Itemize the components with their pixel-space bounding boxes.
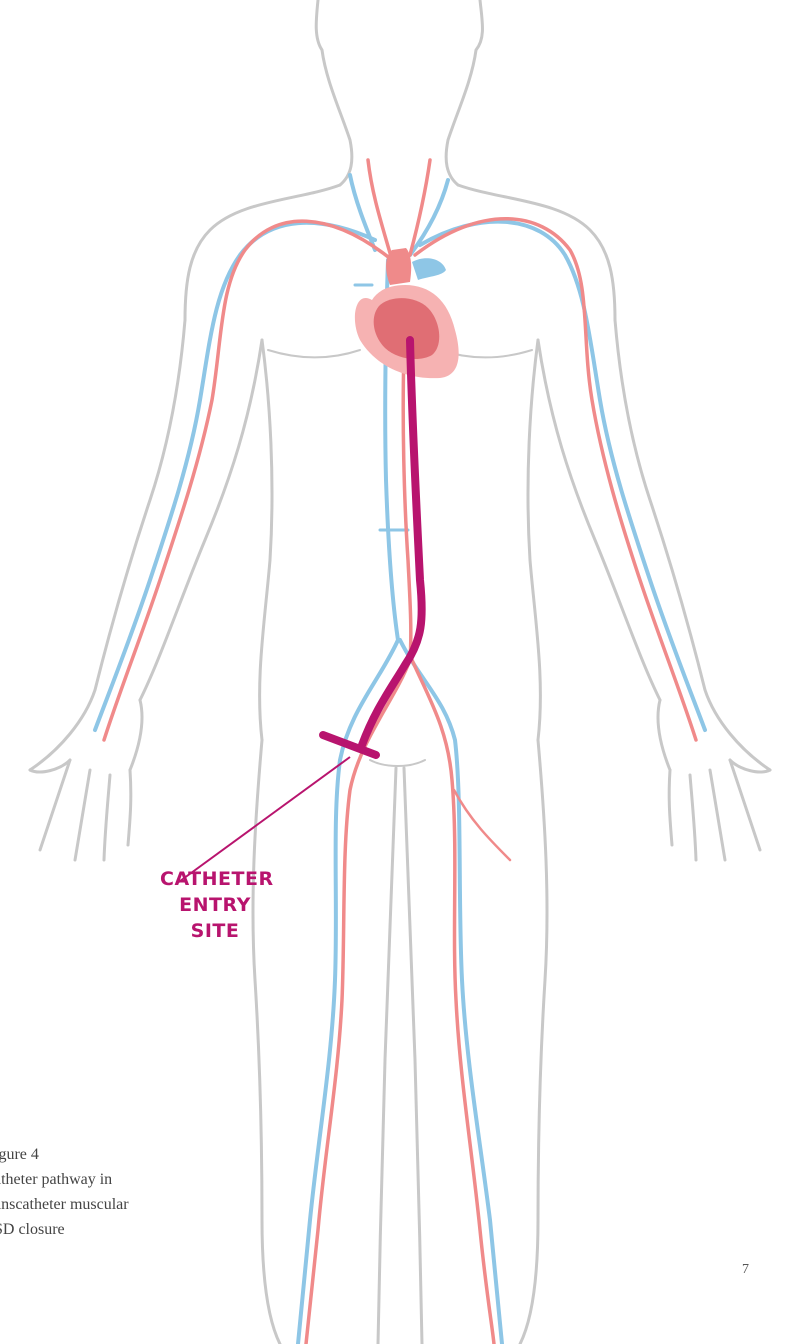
caption-title: igure 4	[0, 1142, 224, 1167]
caption-line: SD closure	[0, 1217, 224, 1242]
callout-pointer	[176, 757, 350, 884]
callout-line-2: ENTRY SITE	[160, 892, 270, 944]
figure-caption: igure 4 atheter pathway in anscatheter m…	[0, 1142, 224, 1242]
catheter-entry-label: CATHETER ENTRY SITE	[160, 866, 270, 944]
callout-line-1: CATHETER	[160, 866, 270, 892]
page-number: 7	[742, 1262, 749, 1278]
caption-line: atheter pathway in	[0, 1167, 224, 1192]
caption-line: anscatheter muscular	[0, 1192, 224, 1217]
